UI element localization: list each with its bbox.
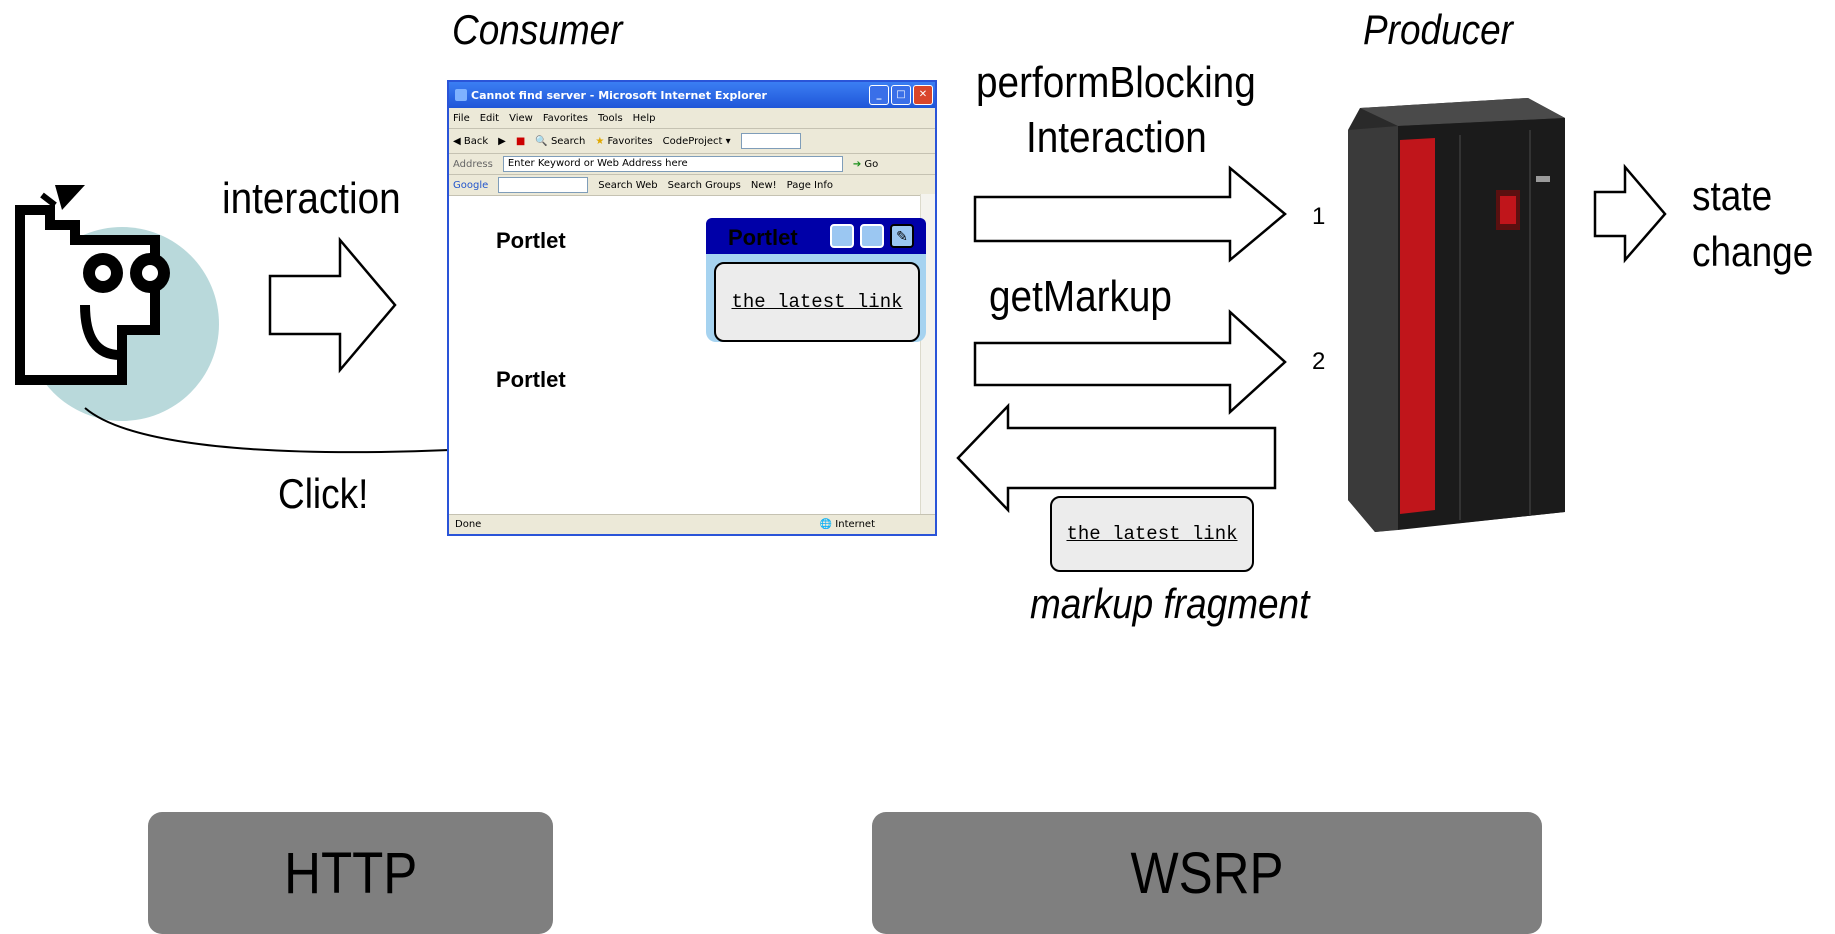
favorites-label: Favorites [607, 135, 653, 147]
google-search-input[interactable] [498, 177, 589, 193]
status-done: Done [455, 519, 482, 530]
step-1-label: 1 [1312, 203, 1326, 230]
click-label: Click! [278, 470, 369, 517]
browser-menu-bar: File Edit View Favorites Tools Help [449, 108, 935, 129]
google-logo: Google [453, 179, 489, 191]
state-label-line2: change [1692, 228, 1814, 275]
state-label-line1: state [1692, 172, 1773, 219]
interaction-arrow [268, 236, 397, 374]
address-input[interactable]: Enter Keyword or Web Address here [502, 156, 843, 172]
perform-blocking-label-line1: performBlocking [976, 58, 1256, 107]
search-web-button[interactable]: Search Web [598, 179, 658, 191]
address-bar: Address Enter Keyword or Web Address her… [449, 154, 935, 175]
codeproject-label: CodeProject [662, 135, 723, 147]
search-label: Search [550, 135, 586, 147]
state-change-arrow [1593, 163, 1667, 264]
minimize-icon[interactable]: _ [869, 85, 889, 105]
portlet-header-title: Portlet [728, 225, 798, 250]
globe-icon: 🌐 [819, 519, 833, 530]
new-button[interactable]: New! [750, 179, 777, 191]
portlet-header: Portlet ✎ [706, 218, 926, 254]
close-icon[interactable]: ✕ [913, 85, 933, 105]
minimize-icon[interactable] [830, 224, 854, 248]
favorites-button[interactable]: ★ Favorites [595, 136, 652, 147]
wsrp-label: WSRP [1130, 840, 1284, 906]
forward-button[interactable]: ▶ [498, 135, 506, 147]
menu-tools[interactable]: Tools [598, 112, 623, 124]
browser-title: Cannot find server - Microsoft Internet … [471, 88, 767, 102]
portlet-a-label: Portlet [496, 228, 566, 253]
user-avatar-icon [15, 185, 219, 421]
google-toolbar: Google Search Web Search Groups New! Pag… [449, 175, 935, 196]
wsrp-protocol-box: WSRP [872, 812, 1542, 934]
browser-status-bar: Done 🌐 Internet [449, 514, 935, 534]
menu-file[interactable]: File [453, 112, 470, 124]
maximize-icon[interactable] [860, 224, 884, 248]
ie-icon [455, 89, 467, 101]
markup-fragment-label: markup fragment [1030, 580, 1310, 627]
server-tower-icon [1348, 98, 1565, 532]
go-button[interactable]: ➔ Go [853, 159, 878, 170]
portlet-link[interactable]: the latest link [714, 262, 920, 342]
interaction-label: interaction [222, 174, 401, 223]
markup-return-arrow [956, 402, 1277, 514]
perform-blocking-arrow [973, 165, 1287, 263]
menu-help[interactable]: Help [632, 112, 656, 124]
search-groups-button[interactable]: Search Groups [667, 179, 741, 191]
maximize-icon[interactable]: □ [891, 85, 911, 105]
status-zone: 🌐 Internet [819, 519, 875, 530]
get-markup-label: getMarkup [989, 272, 1172, 321]
star-icon: ★ [595, 135, 605, 147]
address-label: Address [453, 158, 493, 170]
producer-label: Producer [1363, 6, 1513, 53]
go-icon: ➔ [852, 158, 862, 170]
http-protocol-box: HTTP [148, 812, 553, 934]
go-label: Go [864, 158, 879, 170]
http-label: HTTP [283, 840, 418, 906]
portlet-b-label: Portlet [496, 367, 566, 392]
stop-button[interactable]: ■ [515, 135, 526, 147]
menu-view[interactable]: View [509, 112, 533, 124]
search-button[interactable]: 🔍 Search [535, 135, 586, 147]
fragment-link: the latest link [1050, 496, 1254, 572]
perform-blocking-label-line2: Interaction [1026, 113, 1207, 162]
back-button[interactable]: ◀ Back [453, 135, 489, 147]
edit-icon[interactable]: ✎ [890, 224, 914, 248]
browser-title-bar: Cannot find server - Microsoft Internet … [449, 82, 935, 108]
menu-favorites[interactable]: Favorites [542, 112, 589, 124]
browser-toolbar: ◀ Back ▶ ■ 🔍 Search ★ Favorites CodeProj… [449, 129, 935, 154]
back-label: Back [463, 135, 489, 147]
toolbar-search-field[interactable] [740, 133, 801, 149]
menu-edit[interactable]: Edit [479, 112, 500, 124]
consumer-label: Consumer [452, 6, 623, 53]
page-info-button[interactable]: Page Info [786, 179, 833, 191]
get-markup-arrow [973, 309, 1287, 415]
codeproject-button[interactable]: CodeProject ▾ [662, 135, 731, 147]
step-2-label: 2 [1312, 348, 1326, 375]
